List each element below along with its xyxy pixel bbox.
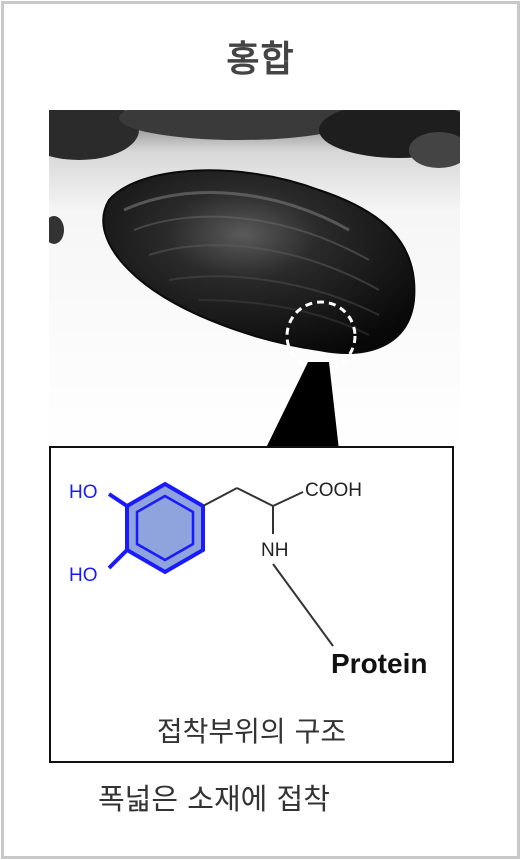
- structure-drawing: [107, 481, 334, 647]
- protein-label: Protein: [331, 648, 428, 679]
- page-title: 홍합: [226, 39, 295, 80]
- carboxyl-label: COOH: [305, 480, 362, 501]
- structure-callout: HO HO COOH NH Protein 접착부위의 구조: [49, 446, 454, 763]
- hydroxyl-label-bottom: HO: [69, 565, 98, 586]
- mussel-photo: [49, 110, 460, 450]
- structure-caption: 접착부위의 구조: [156, 715, 347, 748]
- amine-label: NH: [261, 540, 289, 561]
- bottom-caption: 폭넓은 소재에 접착: [98, 782, 330, 816]
- hydroxyl-label-top: HO: [69, 482, 98, 503]
